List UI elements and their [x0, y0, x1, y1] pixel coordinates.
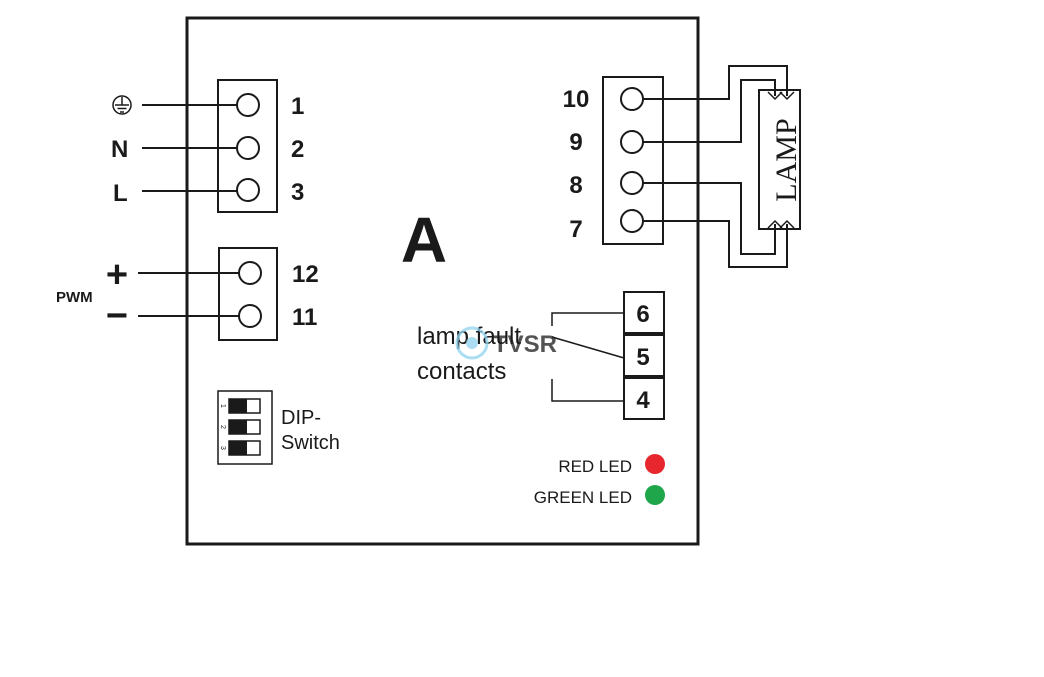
green-led-label: GREEN LED — [534, 488, 632, 507]
terminal-1-number: 1 — [291, 93, 304, 120]
terminal-10-number: 10 — [563, 86, 590, 113]
terminal-9-number: 9 — [569, 129, 582, 156]
pwm-terminal-block: 12 11 + − PWM — [56, 247, 319, 341]
green-led-icon — [645, 485, 665, 505]
earth-ground-icon — [112, 95, 132, 115]
dip-position-3-label: 3 — [219, 446, 226, 450]
mains-terminal-block: 1 2 3 N L — [111, 79, 304, 213]
dip-switch-label-line2: Switch — [281, 432, 340, 454]
pwm-label: PWM — [56, 289, 93, 306]
terminal-6-number: 6 — [636, 301, 649, 328]
pwm-plus-sign: + — [106, 254, 128, 296]
terminal-2-number: 2 — [291, 136, 304, 163]
terminal-8-number: 8 — [569, 172, 582, 199]
dip-switch-label-line1: DIP- — [281, 407, 321, 429]
module-label: A — [401, 204, 447, 276]
red-led-label: RED LED — [558, 457, 632, 476]
watermark-text: TVSR — [493, 331, 557, 358]
dip-position-1-label: 1 — [219, 404, 226, 408]
terminal-4-number: 4 — [636, 387, 650, 414]
pwm-minus-sign: − — [106, 295, 128, 337]
fault-contacts-label-line2: contacts — [417, 358, 506, 385]
terminal-12-number: 12 — [292, 261, 319, 288]
line-label: L — [113, 180, 128, 207]
dip-switch-position-2[interactable] — [228, 419, 261, 435]
lamp-label: LAMP — [770, 118, 803, 201]
dip-switch: 1 2 3 DIP- Switch — [217, 390, 340, 465]
red-led-icon — [645, 454, 665, 474]
lamp-terminal-block: 10 9 8 7 — [563, 76, 664, 245]
led-indicators: RED LED GREEN LED — [534, 454, 665, 507]
dip-switch-position-1[interactable] — [228, 398, 261, 414]
terminal-3-number: 3 — [291, 179, 304, 206]
dip-position-2-label: 2 — [219, 425, 226, 429]
watermark: TVSR — [455, 326, 557, 360]
lamp: LAMP — [758, 84, 803, 234]
terminal-7-number: 7 — [569, 216, 582, 243]
fault-contact-block: 6 5 4 lamp fault contacts — [417, 291, 665, 420]
neutral-label: N — [111, 136, 128, 163]
terminal-5-number: 5 — [636, 344, 649, 371]
lamp-wiring — [643, 65, 788, 268]
terminal-11-number: 11 — [292, 304, 317, 331]
dip-switch-position-3[interactable] — [228, 440, 261, 456]
watermark-logo-icon — [455, 326, 489, 360]
